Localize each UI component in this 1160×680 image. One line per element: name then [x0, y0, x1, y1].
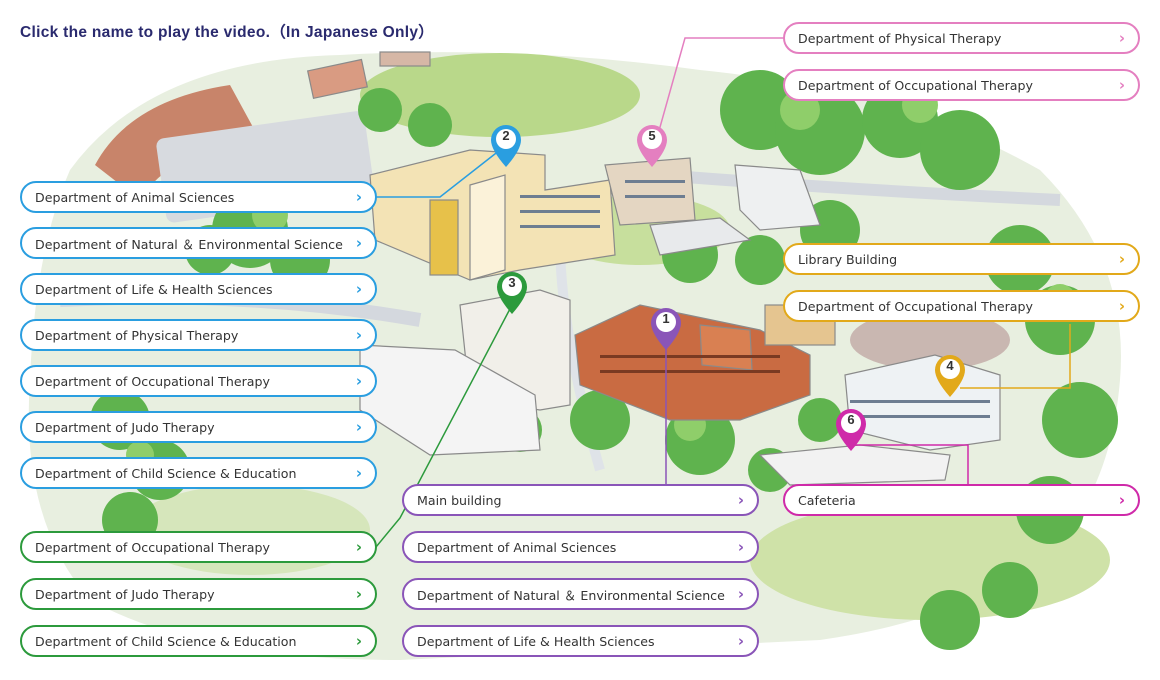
link-bldg2-occupational-therapy[interactable]: Department of Occupational Therapy › [20, 365, 377, 397]
link-label: Department of Occupational Therapy [798, 298, 1033, 314]
marker-number: 3 [508, 275, 516, 290]
chevron-right-icon: › [355, 418, 362, 436]
link-label: Department of Physical Therapy [35, 327, 239, 343]
map-pin-icon-2[interactable]: 2 [489, 123, 523, 169]
map-pin-icon [651, 308, 681, 350]
marker-number: 6 [847, 412, 855, 427]
link-bldg6-cafeteria[interactable]: Cafeteria › [783, 484, 1140, 516]
connector-3 [375, 304, 513, 548]
link-label: Department of Occupational Therapy [35, 539, 270, 555]
link-label: Department of Child Science & Education [35, 633, 297, 649]
link-bldg3-judo-therapy[interactable]: Department of Judo Therapy › [20, 578, 377, 610]
connector-5 [654, 37, 785, 146]
chevron-right-icon: › [355, 372, 362, 390]
map-pin-icon [637, 125, 667, 167]
chevron-right-icon: › [737, 491, 744, 509]
link-bldg4-library[interactable]: Library Building › [783, 243, 1140, 275]
map-pin-icon [497, 272, 527, 314]
link-label: Department of Occupational Therapy [798, 77, 1033, 93]
chevron-right-icon: › [355, 585, 362, 603]
link-bldg1-main-building[interactable]: Main building › [402, 484, 759, 516]
link-bldg1-life-health[interactable]: Department of Life & Health Sciences › [402, 625, 759, 657]
chevron-right-icon: › [1118, 491, 1125, 509]
plaza [850, 310, 1010, 370]
link-bldg2-child-science[interactable]: Department of Child Science & Education › [20, 457, 377, 489]
chevron-right-icon: › [1118, 29, 1125, 47]
link-bldg2-life-health[interactable]: Department of Life & Health Sciences › [20, 273, 377, 305]
connector-6 [850, 444, 969, 484]
map-pin-icon [935, 355, 965, 397]
marker-number: 2 [502, 128, 510, 143]
link-label: Department of Judo Therapy [35, 586, 215, 602]
chevron-right-icon: › [1118, 250, 1125, 268]
marker-number: 4 [946, 358, 954, 373]
link-label: Department of Natural ＆ Environmental Sc… [35, 236, 343, 252]
link-bldg1-animal-sciences[interactable]: Department of Animal Sciences › [402, 531, 759, 563]
link-bldg2-judo-therapy[interactable]: Department of Judo Therapy › [20, 411, 377, 443]
link-label: Department of Natural ＆ Environmental Sc… [417, 587, 725, 603]
link-label: Library Building [798, 251, 898, 267]
map-pin-icon-3[interactable]: 3 [495, 270, 529, 316]
chevron-right-icon: › [1118, 297, 1125, 315]
instruction-text: Click the name to play the video.（In Jap… [20, 24, 435, 41]
link-bldg1-natural-environmental[interactable]: Department of Natural ＆ Environmental Sc… [402, 578, 759, 610]
map-pin-icon-6[interactable]: 6 [834, 407, 868, 453]
link-label: Department of Judo Therapy [35, 419, 215, 435]
map-pin-icon-5[interactable]: 5 [635, 123, 669, 169]
marker-number: 5 [648, 128, 656, 143]
building-1 [574, 304, 811, 421]
link-label: Department of Animal Sciences [417, 539, 617, 555]
connector-2 [376, 149, 501, 198]
link-bldg5-physical-therapy[interactable]: Department of Physical Therapy › [783, 22, 1140, 54]
chevron-right-icon: › [737, 632, 744, 650]
link-bldg2-physical-therapy[interactable]: Department of Physical Therapy › [20, 319, 377, 351]
link-bldg2-natural-environmental[interactable]: Department of Natural ＆ Environmental Sc… [20, 227, 377, 259]
link-label: Department of Animal Sciences [35, 189, 235, 205]
map-pin-icon [491, 125, 521, 167]
link-bldg2-animal-sciences[interactable]: Department of Animal Sciences › [20, 181, 377, 213]
chevron-right-icon: › [1118, 76, 1125, 94]
chevron-right-icon: › [355, 234, 362, 252]
link-label: Department of Physical Therapy [798, 30, 1002, 46]
building-6 [758, 444, 951, 486]
map-pin-icon-4[interactable]: 4 [933, 353, 967, 399]
map-pin-icon-1[interactable]: 1 [649, 306, 683, 352]
link-bldg4-occupational-therapy[interactable]: Department of Occupational Therapy › [783, 290, 1140, 322]
chevron-right-icon: › [355, 188, 362, 206]
chevron-right-icon: › [355, 326, 362, 344]
link-label: Department of Occupational Therapy [35, 373, 270, 389]
link-bldg3-occupational-therapy[interactable]: Department of Occupational Therapy › [20, 531, 377, 563]
connector-4 [960, 324, 1071, 389]
link-label: Main building [417, 492, 502, 508]
link-label: Department of Life & Health Sciences [417, 633, 655, 649]
link-bldg5-occupational-therapy[interactable]: Department of Occupational Therapy › [783, 69, 1140, 101]
marker-number: 1 [662, 311, 670, 326]
chevron-right-icon: › [737, 538, 744, 556]
link-label: Cafeteria [798, 492, 856, 508]
map-pin-icon [836, 409, 866, 451]
link-bldg3-child-science[interactable]: Department of Child Science & Education › [20, 625, 377, 657]
link-label: Department of Child Science & Education [35, 465, 297, 481]
chevron-right-icon: › [355, 632, 362, 650]
chevron-right-icon: › [355, 538, 362, 556]
chevron-right-icon: › [355, 464, 362, 482]
chevron-right-icon: › [737, 585, 744, 603]
link-label: Department of Life & Health Sciences [35, 281, 273, 297]
chevron-right-icon: › [355, 280, 362, 298]
